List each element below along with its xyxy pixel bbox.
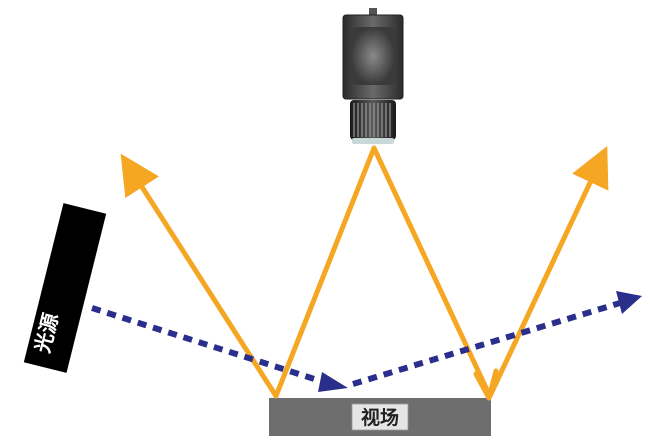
field-of-view-label: 视场 [361, 406, 399, 429]
camera-ray-v [273, 145, 491, 399]
light-source-block: 光源 [23, 203, 107, 373]
left-reflected-ray [120, 153, 279, 399]
dotted-incident-ray [91, 291, 642, 392]
orange-rays [120, 145, 609, 401]
field-of-view-plate: 视场 [269, 398, 491, 436]
dotted-reflected-ray [352, 300, 621, 387]
right-reflected-ray [487, 145, 609, 399]
camera-icon [342, 8, 404, 144]
